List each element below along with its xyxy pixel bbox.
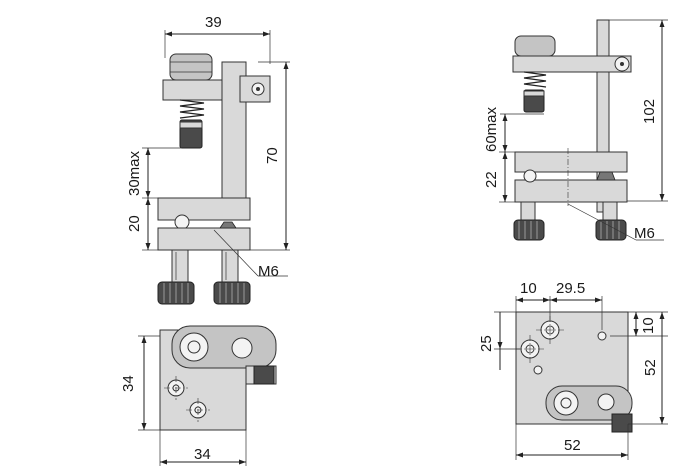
dim-25: 25 bbox=[478, 335, 495, 352]
dim-39: 39 bbox=[205, 14, 222, 31]
left-top-view: 34 34 bbox=[120, 325, 277, 466]
dim-22: 22 bbox=[483, 171, 500, 188]
dim-70: 70 bbox=[264, 147, 281, 164]
label-m6-left: M6 bbox=[258, 263, 279, 280]
left-front-view: 39 30max 20 bbox=[126, 14, 290, 305]
dim-30max: 30max bbox=[126, 150, 143, 196]
dim-20: 20 bbox=[126, 215, 143, 232]
dim-10-top: 10 bbox=[520, 280, 537, 297]
label-m6-right: M6 bbox=[634, 225, 655, 242]
dim-34-vertical: 34 bbox=[120, 375, 137, 392]
dim-52-horizontal: 52 bbox=[564, 437, 581, 454]
dim-29-5: 29.5 bbox=[556, 280, 585, 297]
right-top-view: 10 29.5 25 10 52 52 bbox=[478, 280, 668, 460]
dim-60max: 60max bbox=[483, 106, 500, 152]
dim-10-right: 10 bbox=[640, 317, 657, 334]
dim-52-vertical: 52 bbox=[642, 359, 659, 376]
dim-34-horizontal: 34 bbox=[194, 446, 211, 463]
dim-102: 102 bbox=[641, 99, 658, 124]
right-front-view: 102 60max 22 M6 bbox=[483, 19, 668, 242]
